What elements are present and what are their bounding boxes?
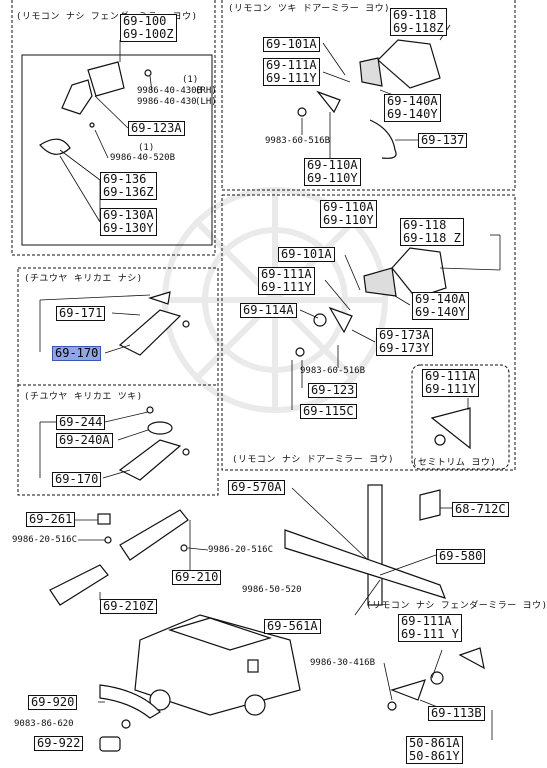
header-fender-mirror-bottom: (リモコン ナシ フェンダーミラー ヨウ) <box>366 601 547 611</box>
header-manual-door-mirror: (リモコン ナシ ドアーミラー ヨウ) <box>232 455 395 465</box>
part-69-173-group[interactable]: 69-173A 69-173Y <box>376 328 433 356</box>
part-label: 69-110Y <box>323 213 374 227</box>
bolt-9983-60-516b[interactable]: 9983-60-516B <box>265 136 331 146</box>
part-69-244[interactable]: 69-244 <box>56 415 106 430</box>
part-label: 69-130A <box>103 208 154 222</box>
part-69-118-group[interactable]: 69-118 69-118Z <box>390 8 447 36</box>
section-border-semi-trim <box>411 364 510 470</box>
bolt-9986-50-520[interactable]: 9986-50-520 <box>242 585 302 595</box>
part-69-118-group[interactable]: 69-118 69-118 Z <box>400 218 464 246</box>
side-rh: (RH) <box>195 86 217 96</box>
part-label: 69-136Z <box>103 185 154 199</box>
part-69-110-group[interactable]: 69-110A 69-110Y <box>304 158 361 186</box>
part-69-123[interactable]: 69-123 <box>308 383 358 398</box>
part-69-101a[interactable]: 69-101A <box>278 247 335 262</box>
part-semi-trim-69-111-group[interactable]: 69-111A 69-111Y <box>422 369 479 397</box>
part-label: 69-130Y <box>103 221 154 235</box>
bolt-9986-40-520b[interactable]: 9986-40-520B <box>110 153 176 163</box>
part-label: 69-100 <box>123 14 167 28</box>
part-69-137[interactable]: 69-137 <box>418 133 468 148</box>
part-68-712c[interactable]: 68-712C <box>452 502 509 517</box>
header-text: (リモコン ナシ フェンダーミラー ヨウ) <box>16 12 198 22</box>
part-69-240a[interactable]: 69-240A <box>56 433 113 448</box>
part-69-171[interactable]: 69-171 <box>56 306 106 321</box>
qty-note: (1) <box>138 143 155 153</box>
part-label: 69-173A <box>379 328 430 342</box>
part-69-111-group[interactable]: 69-111A 69-111Y <box>263 58 320 86</box>
part-label: 50-861Y <box>409 749 460 763</box>
part-label: 69-140A <box>415 292 466 306</box>
section-border-visor <box>17 267 219 496</box>
part-label: 69-140Y <box>415 305 466 319</box>
part-69-570a[interactable]: 69-570A <box>228 480 285 495</box>
part-label: 69-136 <box>103 172 147 186</box>
part-label: 69-111Y <box>266 71 317 85</box>
header-semi-trim: (セミトリム ヨウ) <box>412 458 497 468</box>
part-label: 69-110A <box>307 158 358 172</box>
bolt-9986-40-430[interactable]: 9986-40-430 <box>137 97 197 107</box>
bolt-9986-40-430b[interactable]: 9986-40-430B <box>137 86 203 96</box>
part-label: 69-118 Z <box>403 231 461 245</box>
part-69-580[interactable]: 69-580 <box>436 549 486 564</box>
side-lh: (LH) <box>195 97 217 107</box>
screw-9986-20-516c-a[interactable]: 9986-20-516C <box>12 535 78 545</box>
part-label: 69-118 <box>393 8 437 22</box>
part-69-123a[interactable]: 69-123A <box>128 121 185 136</box>
part-69-110-group[interactable]: 69-110A 69-110Y <box>320 200 377 228</box>
part-69-100-group[interactable]: 69-100 69-100Z <box>120 14 177 42</box>
part-69-170-selected[interactable]: 69-170 <box>52 346 102 361</box>
part-69-920[interactable]: 69-920 <box>28 695 78 710</box>
part-label: 69-118Z <box>393 21 444 35</box>
part-69-140-group[interactable]: 69-140A 69-140Y <box>384 94 441 122</box>
header-visor-no-switch: (チユウヤ キリカエ ナシ) <box>24 274 143 284</box>
part-69-114a[interactable]: 69-114A <box>240 303 297 318</box>
part-69-561a[interactable]: 69-561A <box>264 619 321 634</box>
part-label: 69-110Y <box>307 171 358 185</box>
part-69-140-group[interactable]: 69-140A 69-140Y <box>412 292 469 320</box>
part-69-922[interactable]: 69-922 <box>34 736 84 751</box>
part-label: 69-173Y <box>379 341 430 355</box>
section-border-remote-door-mirror <box>221 0 516 191</box>
header-remote-door-mirror: (リモコン ツキ ドアーミラー ヨウ) <box>228 4 391 14</box>
part-label: 69-110A <box>323 200 374 214</box>
part-69-101a[interactable]: 69-101A <box>263 37 320 52</box>
part-label: 69-118 <box>403 218 447 232</box>
part-69-210[interactable]: 69-210 <box>172 570 222 585</box>
part-69-113b[interactable]: 69-113B <box>428 706 485 721</box>
screw-9083-86-620[interactable]: 9083-86-620 <box>14 719 74 729</box>
part-69-130-group[interactable]: 69-130A 69-130Y <box>100 208 157 236</box>
bolt-9986-30-416b[interactable]: 9986-30-416B <box>310 658 376 668</box>
part-label: 69-140Y <box>387 107 438 121</box>
part-label: 69-111Y <box>425 382 476 396</box>
part-69-136-group[interactable]: 69-136 69-136Z <box>100 172 157 200</box>
part-rear-69-111-group[interactable]: 69-111A 69-111 Y <box>398 614 462 642</box>
part-label: 69-111A <box>266 58 317 72</box>
section-border-fender-mirror <box>11 0 216 256</box>
part-label: 69-111A <box>425 369 476 383</box>
header-fender-mirror-remote-none: (リモコン ナシ フェンダーミラー ヨウ) <box>16 12 198 22</box>
part-50-861-group[interactable]: 50-861A 50-861Y <box>406 736 463 764</box>
part-label: 69-100Z <box>123 27 174 41</box>
part-69-170[interactable]: 69-170 <box>52 472 102 487</box>
section-border-manual-door-mirror <box>221 194 516 471</box>
part-69-210z[interactable]: 69-210Z <box>100 599 157 614</box>
part-label: 69-140A <box>387 94 438 108</box>
part-label: 69-111Y <box>261 280 312 294</box>
part-label: 69-111 Y <box>401 627 459 641</box>
header-visor-switch: (チユウヤ キリカエ ツキ) <box>24 392 143 402</box>
part-69-115c[interactable]: 69-115C <box>300 404 357 419</box>
qty-note: (1) <box>182 75 199 85</box>
bolt-9983-60-516b[interactable]: 9983-60-516B <box>300 366 366 376</box>
part-69-111-group[interactable]: 69-111A 69-111Y <box>258 267 315 295</box>
part-label: 69-111A <box>261 267 312 281</box>
part-label: 69-111A <box>401 614 452 628</box>
screw-9986-20-516c-b[interactable]: 9986-20-516C <box>208 545 274 555</box>
part-69-261[interactable]: 69-261 <box>26 512 76 527</box>
part-label: 50-861A <box>409 736 460 750</box>
